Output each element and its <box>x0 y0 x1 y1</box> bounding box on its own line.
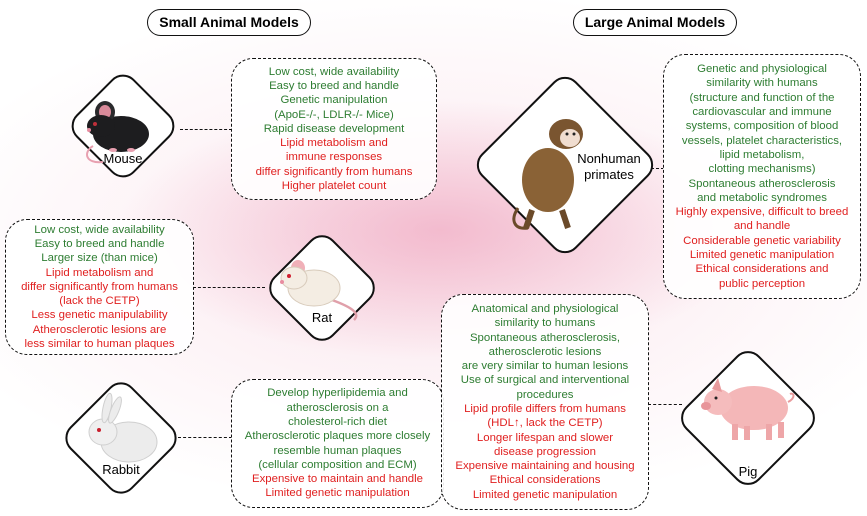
nhp-line: cardiovascular and immune <box>664 105 860 119</box>
rabbit-connector <box>178 437 232 438</box>
rabbit-line: cholesterol-rich diet <box>232 415 443 429</box>
nhp-line: and handle <box>664 219 860 233</box>
mouse-line: Rapid disease development <box>232 122 436 136</box>
mouse-line: differ significantly from humans <box>232 165 436 179</box>
nhp-line: Limited genetic manipulation <box>664 248 860 262</box>
nhp-label: Nonhuman primates <box>577 151 641 183</box>
rabbit-line: Atherosclerotic plaques more closely <box>232 429 443 443</box>
rabbit-line: (cellular composition and ECM) <box>232 458 443 472</box>
mouse-connector <box>180 129 232 130</box>
pig-line: Anatomical and physiological <box>442 302 648 316</box>
pig-line: Expensive maintaining and housing <box>442 459 648 473</box>
rabbit-line: Limited genetic manipulation <box>232 486 443 500</box>
rat-line: Larger size (than mice) <box>6 251 193 265</box>
rat-line: less similar to human plaques <box>6 337 193 351</box>
rat-label: Rat <box>262 310 382 325</box>
pig-line: (HDL↑, lack the CETP) <box>442 416 648 430</box>
pig-line: atherosclerotic lesions <box>442 345 648 359</box>
mouse-label: Mouse <box>65 151 181 166</box>
mouse-line: Higher platelet count <box>232 179 436 193</box>
rabbit-diamond: Rabbit <box>59 376 183 500</box>
mouse-diamond: Mouse <box>65 68 181 184</box>
nhp-line: lipid metabolism, <box>664 148 860 162</box>
pig-line: Limited genetic manipulation <box>442 488 648 502</box>
rat-connector <box>193 287 265 288</box>
nhp-line: and metabolic syndromes <box>664 191 860 205</box>
rabbit-line: resemble human plaques <box>232 444 443 458</box>
nhp-line: clotting mechanisms) <box>664 162 860 176</box>
pig-line: procedures <box>442 388 648 402</box>
mouse-line: (ApoE-/-, LDLR-/- Mice) <box>232 108 436 122</box>
pig-line: similarity to humans <box>442 316 648 330</box>
small-animal-models-header: Small Animal Models <box>147 9 311 36</box>
pig-line: disease progression <box>442 445 648 459</box>
mouse-line: Lipid metabolism and <box>232 136 436 150</box>
mouse-illustration <box>65 68 181 184</box>
nhp-line: Spontaneous atherosclerosis <box>664 177 860 191</box>
mouse-line: immune responses <box>232 150 436 164</box>
nhp-line: (structure and function of the <box>664 91 860 105</box>
pig-diamond: Pig <box>674 344 822 492</box>
rat-line: Easy to breed and handle <box>6 237 193 251</box>
rat-line: (lack the CETP) <box>6 294 193 308</box>
rat-line: Atherosclerotic lesions are <box>6 323 193 337</box>
rabbit-illustration <box>59 376 183 500</box>
nhp-line: Genetic and physiological <box>664 62 860 76</box>
pig-line: Lipid profile differs from humans <box>442 402 648 416</box>
mouse-line: Easy to breed and handle <box>232 79 436 93</box>
mouse-line: Low cost, wide availability <box>232 65 436 79</box>
rat-line: differ significantly from humans <box>6 280 193 294</box>
large-animal-models-header: Large Animal Models <box>573 9 737 36</box>
rabbit-line: Expensive to maintain and handle <box>232 472 443 486</box>
mouse-line: Genetic manipulation <box>232 93 436 107</box>
nhp-line: Considerable genetic variability <box>664 234 860 248</box>
pig-line: Spontaneous atherosclerosis, <box>442 331 648 345</box>
rat-line: Low cost, wide availability <box>6 223 193 237</box>
rat-line: Less genetic manipulability <box>6 308 193 322</box>
pig-line: Longer lifespan and slower <box>442 431 648 445</box>
nhp-line: systems, composition of blood <box>664 119 860 133</box>
rabbit-line: Develop hyperlipidemia and <box>232 386 443 400</box>
pig-line: Use of surgical and interventional <box>442 373 648 387</box>
nhp-diamond: Nonhuman primates <box>470 70 660 260</box>
nhp-line: similarity with humans <box>664 76 860 90</box>
rat-diamond: Rat <box>262 228 382 348</box>
rat-illustration <box>262 228 382 348</box>
rabbit-label: Rabbit <box>59 462 183 477</box>
rabbit-line: atherosclerosis on a <box>232 401 443 415</box>
pig-line: are very similar to human lesions <box>442 359 648 373</box>
rat-line: Lipid metabolism and <box>6 266 193 280</box>
nhp-line: public perception <box>664 277 860 291</box>
nhp-line: Ethical considerations and <box>664 262 860 276</box>
nhp-line: vessels, platelet characteristics, <box>664 134 860 148</box>
pig-label: Pig <box>674 464 822 479</box>
pig-line: Ethical considerations <box>442 473 648 487</box>
nhp-line: Highly expensive, difficult to breed <box>664 205 860 219</box>
